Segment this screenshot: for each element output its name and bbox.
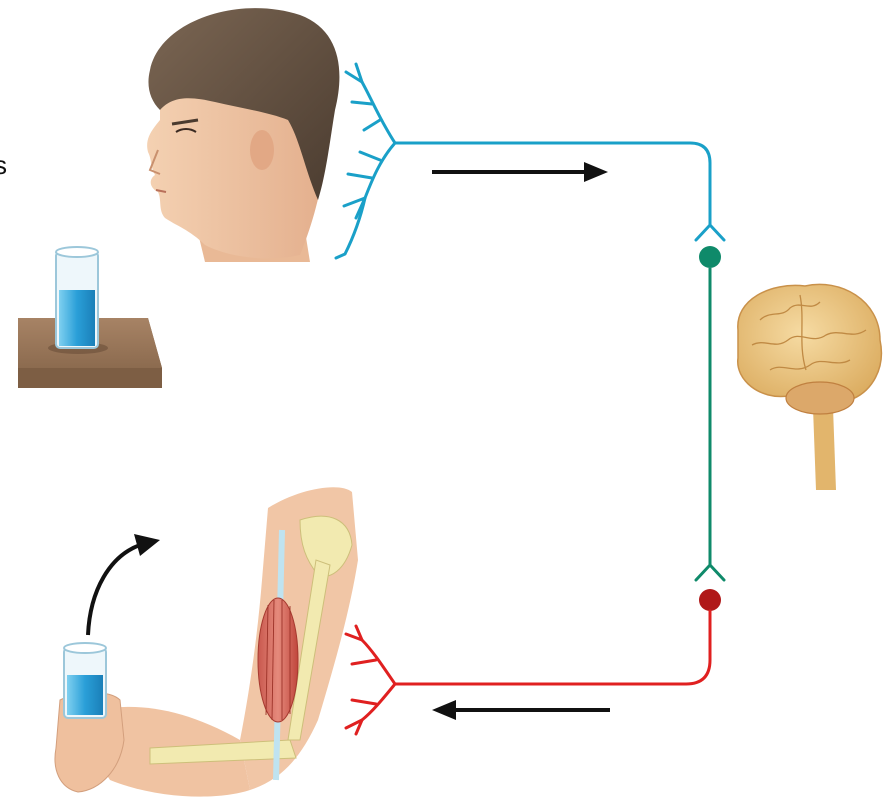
motor-axon [395, 611, 710, 684]
sensory-neuron [336, 64, 724, 258]
arm-illustration [55, 487, 358, 796]
brain-illustration [738, 284, 882, 490]
flow-arrow-icon [88, 534, 160, 635]
motor-neuron [346, 589, 721, 734]
interneuron [696, 246, 724, 580]
glass-of-water-icon [56, 247, 98, 348]
glass-of-water-icon [64, 643, 106, 718]
flow-arrow-icon [432, 700, 610, 720]
head-illustration [147, 8, 339, 262]
flow-arrow-icon [432, 162, 608, 182]
sensory-axon [395, 143, 710, 225]
